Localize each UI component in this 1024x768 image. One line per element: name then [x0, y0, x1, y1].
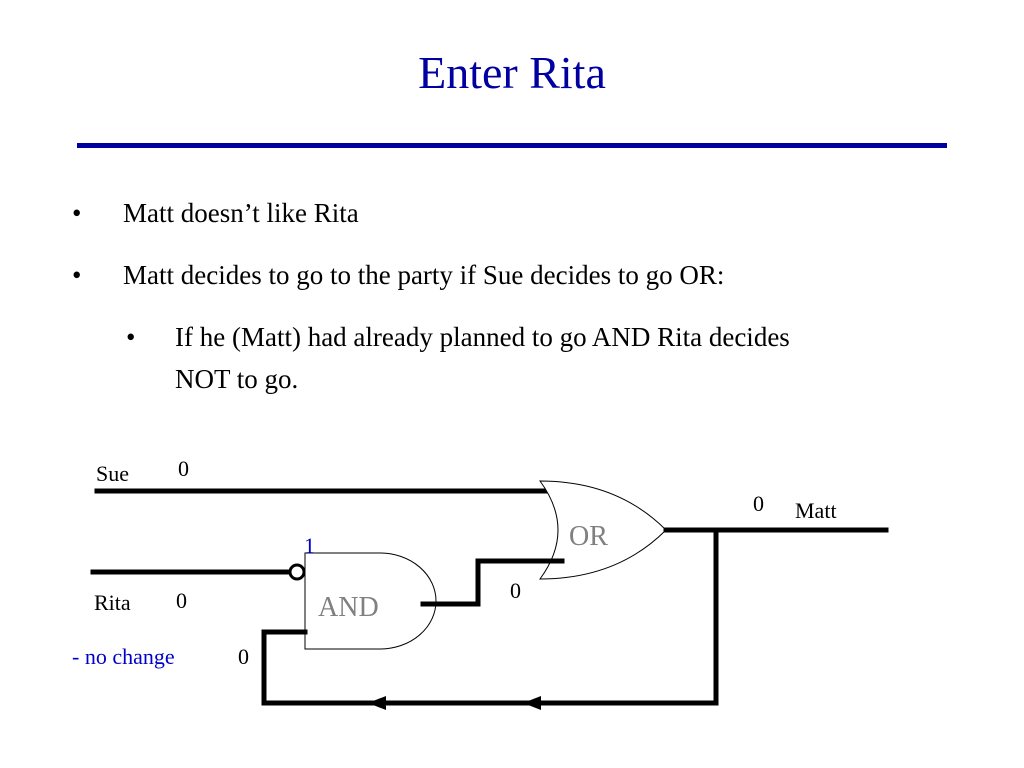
title-divider [77, 143, 947, 148]
feedback-wire [261, 527, 719, 706]
or-gate-label: OR [569, 521, 608, 552]
output-value: 0 [753, 491, 764, 516]
bullet-item-2: Matt decides to go to the party if Sue d… [123, 260, 725, 290]
slide-title: Enter Rita [418, 47, 606, 98]
feedback-value: 0 [238, 644, 249, 669]
or-gate [539, 480, 667, 580]
bullet-list: • Matt doesn’t like Rita • Matt decides … [72, 198, 790, 394]
feedback-arrow-2 [523, 696, 541, 710]
and-output-wire [420, 558, 565, 607]
rita-label: Rita [94, 590, 131, 615]
bullet-item-1: Matt doesn’t like Rita [123, 198, 359, 228]
sub-bullet-line-2: NOT to go. [175, 364, 299, 394]
matt-output-label: Matt [795, 498, 837, 523]
bullet-marker: • [72, 198, 82, 228]
sub-bullet-marker: • [126, 322, 136, 352]
sub-bullet-line-1: If he (Matt) had already planned to go A… [175, 322, 790, 352]
rita-inverted-value: 1 [304, 533, 315, 558]
feedback-arrow-1 [368, 696, 386, 710]
bullet-marker: • [72, 260, 82, 290]
and-gate-label: AND [318, 592, 379, 623]
sue-label: Sue [96, 461, 129, 486]
inverter-bubble [288, 563, 306, 581]
rita-value: 0 [176, 588, 187, 613]
and-output-value: 0 [510, 578, 521, 603]
sue-value: 0 [178, 456, 189, 481]
no-change-note: - no change [72, 644, 175, 669]
